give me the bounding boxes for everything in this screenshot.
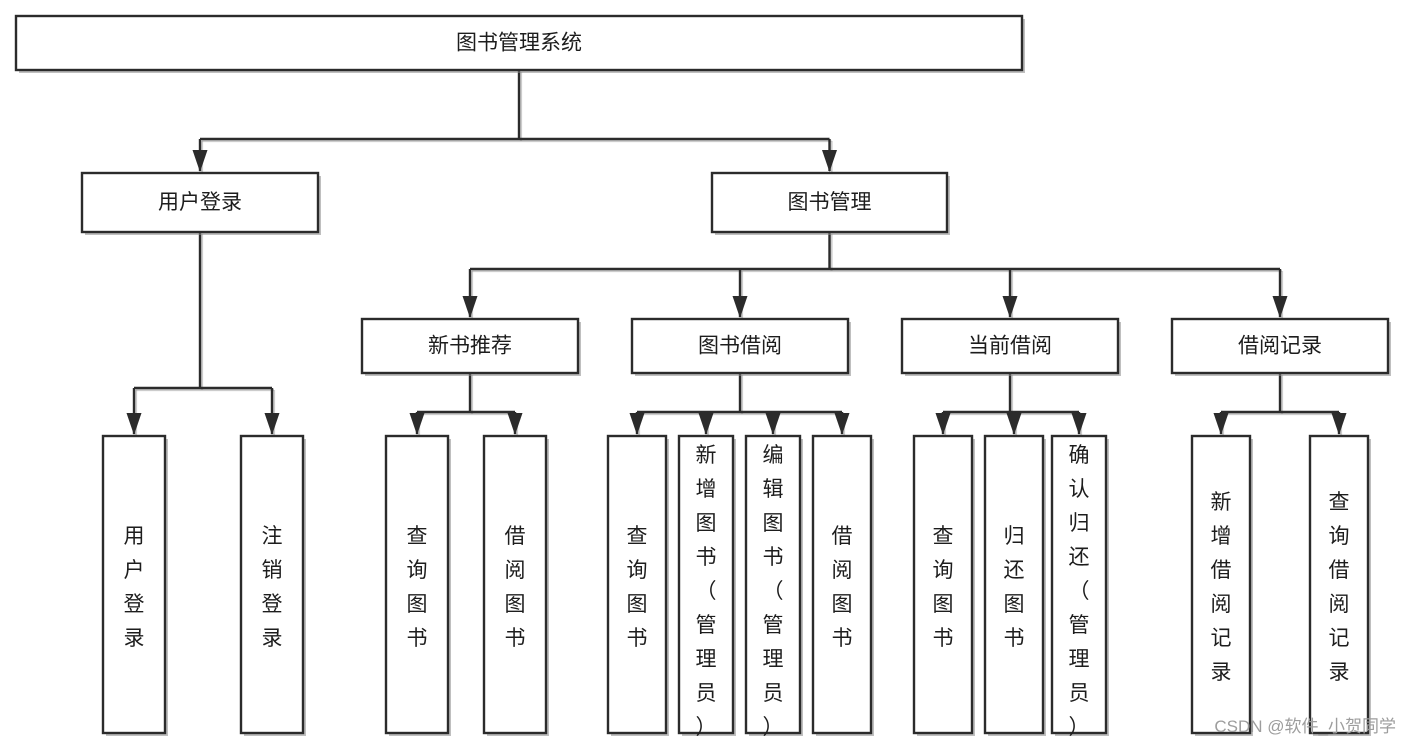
arrow-leaf-add-borrow-record (1213, 413, 1229, 435)
node-leaf-edit-book-admin[interactable]: 编辑图书（管理员） (744, 434, 803, 739)
node-rect[interactable] (912, 434, 974, 735)
node-leaf-borrow-book[interactable]: 借阅图书 (811, 434, 874, 736)
arrow-book-manage (822, 150, 837, 172)
node-new-book-recommend[interactable]: 新书推荐 (360, 317, 581, 376)
node-rect[interactable] (1170, 317, 1390, 375)
arrow-book-borrow (732, 296, 748, 318)
node-label: 借阅图书 (505, 525, 526, 650)
arrow-leaf-query-book-rec (409, 413, 425, 435)
arrow-leaf-edit-book-admin (765, 413, 781, 435)
arrow-leaf-add-book-admin (698, 413, 714, 435)
arrow-leaf-borrow-book (834, 413, 850, 435)
arrow-leaf-query-borrow-record (1331, 413, 1347, 435)
node-user-login[interactable]: 用户登录 (80, 171, 321, 235)
node-label: 查询借阅记录 (1329, 491, 1350, 684)
node-book-manage[interactable]: 图书管理 (710, 171, 950, 235)
node-rect[interactable] (744, 434, 802, 735)
node-label: 图书借阅 (698, 335, 782, 358)
node-rect[interactable] (1190, 434, 1252, 735)
arrow-leaf-return-book (1006, 413, 1022, 435)
arrow-leaf-query-book-borrow (629, 413, 645, 435)
arrow-leaf-confirm-return-admin (1071, 413, 1087, 435)
connectors-layer (126, 70, 1347, 436)
node-rect[interactable] (900, 317, 1120, 375)
node-leaf-return-book[interactable]: 归还图书 (983, 434, 1046, 736)
node-leaf-user-logout[interactable]: 注销登录 (239, 434, 306, 736)
arrow-leaf-user-login (126, 413, 142, 435)
node-label: 图书管理 (788, 191, 872, 214)
node-label: 用户登录 (158, 191, 242, 214)
node-label: 编辑图书（管理员） (763, 444, 784, 739)
arrow-borrow-record (1272, 296, 1288, 318)
node-rect[interactable] (14, 14, 1024, 72)
node-label: 查询图书 (627, 525, 648, 650)
node-leaf-borrow-book-rec[interactable]: 借阅图书 (482, 434, 549, 736)
node-rect[interactable] (80, 171, 320, 234)
node-label: 归还图书 (1004, 525, 1025, 650)
node-rect[interactable] (101, 434, 167, 735)
arrow-leaf-query-book-cur (935, 413, 951, 435)
node-label: 借阅记录 (1238, 335, 1322, 358)
node-label: 借阅图书 (832, 525, 853, 650)
arrow-current-borrow (1002, 296, 1018, 318)
node-borrow-record[interactable]: 借阅记录 (1170, 317, 1391, 376)
nodes-layer: 图书管理系统用户登录图书管理新书推荐图书借阅当前借阅借阅记录用户登录注销登录查询… (14, 14, 1391, 739)
node-label: 查询图书 (933, 525, 954, 650)
node-leaf-confirm-return-admin[interactable]: 确认归还（管理员） (1050, 434, 1109, 739)
node-rect[interactable] (630, 317, 850, 375)
arrow-user-login (192, 150, 208, 172)
node-label: 当前借阅 (968, 335, 1052, 358)
csdn-watermark: CSDN @软件_小贺同学 (1214, 717, 1396, 736)
node-rect[interactable] (384, 434, 450, 735)
node-leaf-query-book-cur[interactable]: 查询图书 (912, 434, 975, 736)
node-label: 新增借阅记录 (1211, 491, 1232, 684)
arrow-leaf-borrow-book-rec (507, 413, 523, 435)
node-leaf-user-login[interactable]: 用户登录 (101, 434, 168, 736)
arrow-leaf-user-logout (264, 413, 280, 435)
node-rect[interactable] (983, 434, 1045, 735)
node-rect[interactable] (239, 434, 305, 735)
node-leaf-add-book-admin[interactable]: 新增图书（管理员） (677, 434, 736, 739)
node-book-borrow[interactable]: 图书借阅 (630, 317, 851, 376)
node-label: 注销登录 (262, 525, 283, 650)
node-rect[interactable] (677, 434, 735, 735)
node-rect[interactable] (1050, 434, 1108, 735)
node-label: 用户登录 (124, 525, 145, 650)
node-current-borrow[interactable]: 当前借阅 (900, 317, 1121, 376)
node-label: 查询图书 (407, 525, 428, 650)
node-rect[interactable] (606, 434, 668, 735)
node-rect[interactable] (811, 434, 873, 735)
arrow-new-book-recommend (462, 296, 478, 318)
node-label: 确认归还（管理员） (1069, 444, 1090, 739)
node-root[interactable]: 图书管理系统 (14, 14, 1025, 73)
node-label: 新增图书（管理员） (696, 444, 717, 739)
node-label: 图书管理系统 (456, 32, 582, 55)
node-rect[interactable] (482, 434, 548, 735)
node-rect[interactable] (710, 171, 949, 234)
node-leaf-query-book-rec[interactable]: 查询图书 (384, 434, 451, 736)
node-rect[interactable] (360, 317, 580, 375)
node-rect[interactable] (1308, 434, 1370, 735)
node-label: 新书推荐 (428, 335, 512, 358)
node-leaf-add-borrow-record[interactable]: 新增借阅记录 (1190, 434, 1253, 736)
node-leaf-query-book-borrow[interactable]: 查询图书 (606, 434, 669, 736)
node-leaf-query-borrow-record[interactable]: 查询借阅记录 (1308, 434, 1371, 736)
